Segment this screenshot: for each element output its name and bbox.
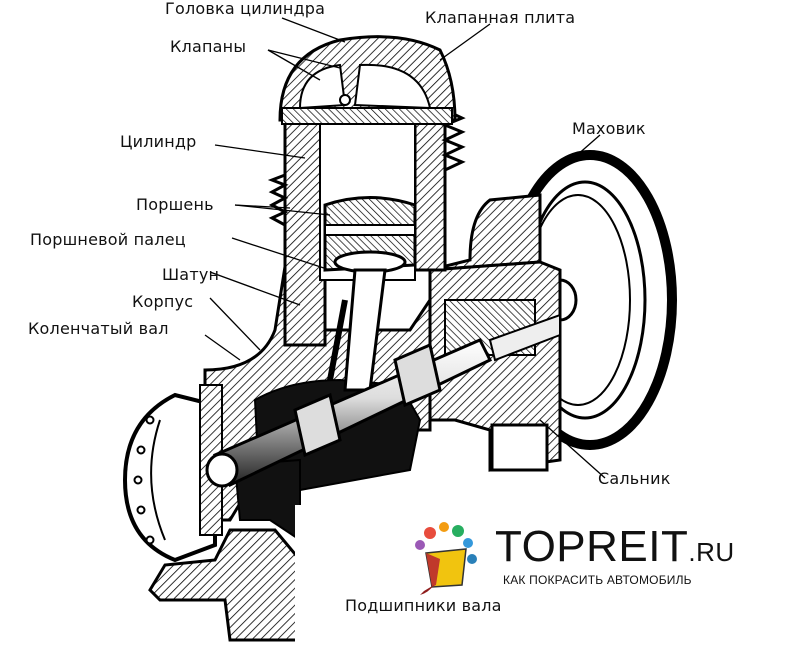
piston-shape: [323, 196, 417, 274]
front-flange: [122, 384, 223, 563]
label-connecting-rod: Шатун: [162, 265, 220, 284]
rear-housing: [428, 193, 562, 472]
crankshaft-shape: [205, 313, 561, 488]
label-oil-seal: Сальник: [598, 469, 671, 488]
label-piston-pin: Поршневой палец: [30, 230, 186, 249]
watermark: TOPREIT.RU КАК ПОКРАСИТЬ АВТОМОБИЛЬ: [295, 505, 765, 645]
label-housing: Корпус: [132, 292, 194, 311]
cylinder-head: [278, 35, 457, 125]
label-valves: Клапаны: [170, 37, 247, 56]
watermark-tagline: КАК ПОКРАСИТЬ АВТОМОБИЛЬ: [503, 573, 692, 587]
watermark-brand: TOPREIT.RU: [495, 523, 735, 576]
label-cylinder: Цилиндр: [120, 132, 197, 151]
label-piston: Поршень: [136, 195, 214, 214]
label-shaft-bearings: Подшипники вала: [345, 596, 502, 615]
label-valve-plate: Клапанная плита: [425, 8, 576, 27]
watermark-domain: .RU: [688, 537, 735, 567]
paint-bucket-logo-icon: [415, 522, 477, 595]
leader-lines: [204, 17, 606, 479]
connecting-rod-shape: [327, 268, 387, 392]
label-cylinder-head: Головка цилиндра: [165, 0, 326, 18]
label-flywheel: Маховик: [572, 119, 646, 138]
watermark-brand-name: TOPREIT: [495, 522, 689, 571]
label-crankshaft: Коленчатый вал: [28, 319, 169, 338]
